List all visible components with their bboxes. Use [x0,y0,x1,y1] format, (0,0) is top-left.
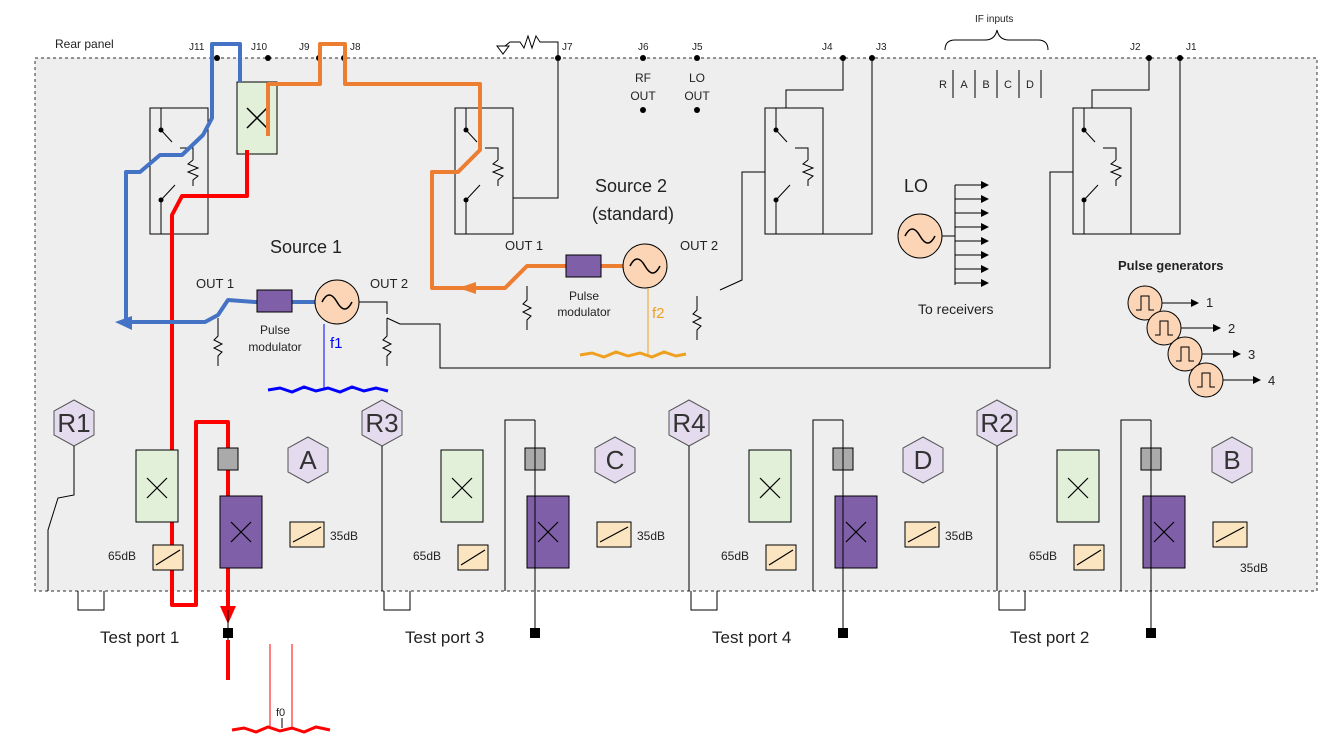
if-input-r: R [939,79,947,91]
atten-65db-port3: 65dB [413,549,441,563]
connector-j5: J5 [692,42,703,53]
connector-j4: J4 [822,42,833,53]
if-input-a: A [960,79,968,91]
pulse-generator-icons [1127,285,1261,398]
connector-j8: J8 [350,42,361,53]
receiver-c [594,436,636,484]
source2-out2-label: OUT 2 [680,238,718,253]
atten-35db-port4: 35dB [945,529,973,543]
if-input-c: C [1004,79,1012,91]
rf-out-label-2: OUT [630,89,656,103]
source1-title: Source 1 [270,237,342,257]
receiver-a [287,436,329,484]
source1-freq-label: f1 [330,335,343,352]
if-inputs-label: IF inputs [975,14,1013,25]
atten-65db-port2: 65dB [1029,549,1057,563]
test-port-4-label: Test port 4 [712,628,791,647]
if-input-b: B [982,79,989,91]
receiver-b-label: B [1223,445,1240,475]
atten-65db-port4: 65dB [721,549,749,563]
test-port-2-label: Test port 2 [1010,628,1089,647]
output-spectrum [231,725,331,734]
pulse-generators-title: Pulse generators [1118,258,1224,273]
j7-termination [496,34,559,58]
pulse-output-3: 3 [1248,347,1255,362]
port-blocks [135,447,1248,571]
connector-j2: J2 [1130,42,1141,53]
pulse-output-2: 2 [1228,321,1235,336]
atten-65db-port1: 65dB [108,549,136,563]
receiver-r1-label: R1 [57,408,90,438]
lo-out-label-1: LO [689,71,705,85]
connector-j9: J9 [299,42,310,53]
output-freq-label: f0 [276,707,285,719]
source2-signal-path [266,42,624,290]
connector-j7: J7 [562,42,573,53]
pulse-output-4: 4 [1268,373,1275,388]
test-port-1-label: Test port 1 [100,628,179,647]
receiver-a-label: A [299,445,317,475]
source1-modulator-label-2: modulator [248,340,301,354]
receiver-r4-label: R4 [672,408,705,438]
rf-out-label-1: RF [635,71,651,85]
source1-out2-label: OUT 2 [370,276,408,291]
receiver-d-label: D [914,445,933,475]
lo-out-label-2: OUT [684,89,710,103]
connector-j11: J11 [189,42,205,53]
connector-j10: J10 [251,42,268,53]
source1-spectrum [267,385,389,394]
source1-modulator-label-1: Pulse [260,323,290,337]
receiver-d [902,436,944,484]
source2-modulator-label-1: Pulse [569,289,599,303]
atten-35db-port3: 35dB [637,529,665,543]
source2-modulator-label-2: modulator [557,305,610,319]
connector-j3: J3 [876,42,887,53]
source2-title: Source 2 [595,176,667,196]
wiring [400,58,1181,369]
source1-pulse-modulator [256,289,293,313]
atten-35db-port1: 35dB [330,529,358,543]
source2-subtitle: (standard) [592,204,674,224]
source1-out1-label: OUT 1 [196,276,234,291]
source2-spectrum [579,350,687,359]
if-input-d: D [1026,79,1034,91]
source2-pulse-modulator [565,254,602,278]
atten-35db-port2: 35dB [1240,561,1268,575]
receiver-r3-label: R3 [365,408,398,438]
connector-j6: J6 [638,42,649,53]
source2-out1-label: OUT 1 [505,238,543,253]
source2-freq-label: f2 [652,305,665,322]
connector-j1: J1 [1186,42,1197,53]
output-signal-path [170,150,249,680]
lo-caption: To receivers [918,301,993,317]
receiver-r2-label: R2 [980,408,1013,438]
pulse-output-1: 1 [1206,295,1213,310]
lo-title: LO [904,176,928,196]
receiver-c-label: C [606,445,625,475]
test-port-3-label: Test port 3 [405,628,484,647]
rear-panel-title: Rear panel [55,37,114,51]
receiver-b [1211,436,1253,484]
